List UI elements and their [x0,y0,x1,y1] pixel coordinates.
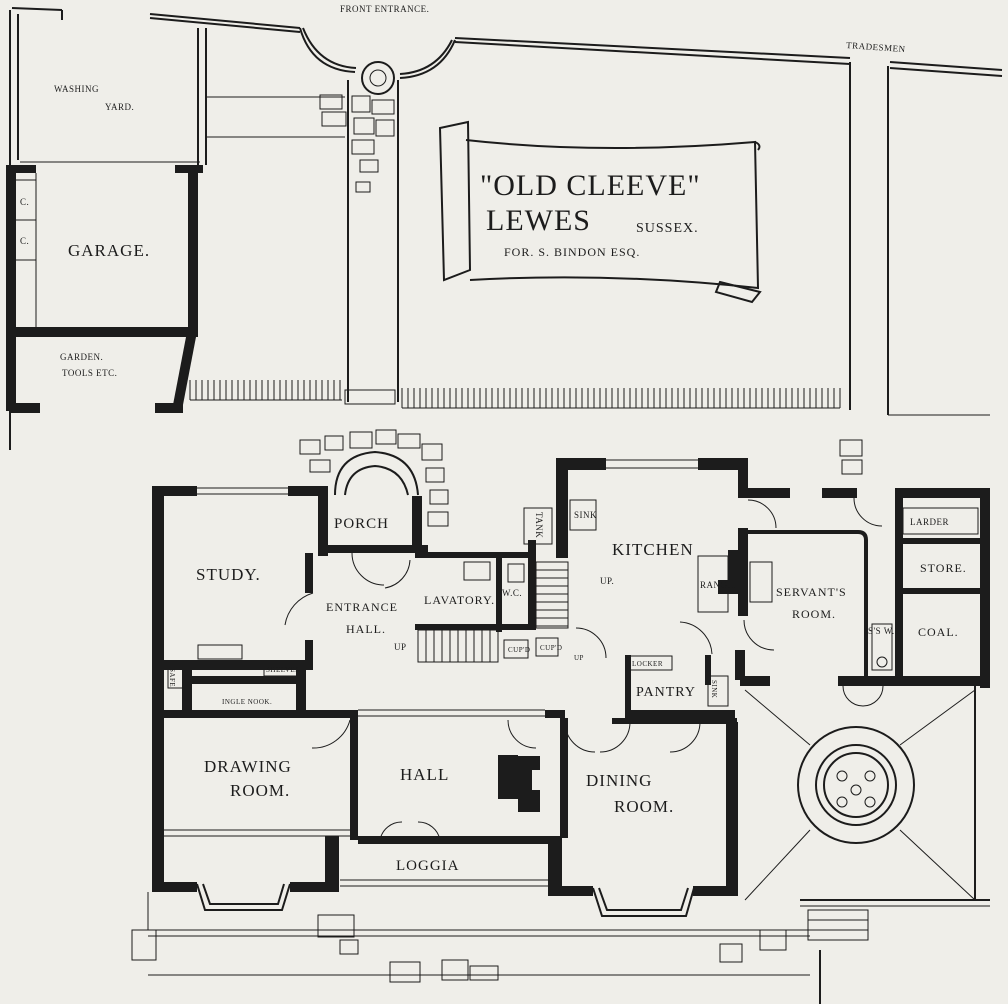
closet-c1: C. [20,197,29,207]
cupboard-label-1: CUP'D [508,646,530,654]
front-entrance-gate [299,27,456,95]
servants-room-label-2: ROOM. [792,607,836,621]
south-terrace [131,892,821,1004]
ingle-nook-label: INGLE NOOK. [222,698,272,706]
fence-rows [189,380,841,409]
sink-label: SINK [574,510,597,520]
loggia-label: LOGGIA [396,858,460,874]
staircase [417,561,569,663]
garage-label: GARAGE. [68,241,150,260]
coal-label: COAL. [918,625,959,639]
porch-label: PORCH [334,516,389,532]
entrance-hall-label-2: HALL. [346,622,386,636]
dining-room-label-2: ROOM. [614,797,674,816]
dining-room-label-1: DINING [586,771,652,790]
tank-label: TANK [534,512,544,538]
safe-label: SAFE [168,668,176,687]
cupboard-label-2: CUP'D [540,644,562,652]
house-walls [152,458,990,896]
drawing-room-label-1: DRAWING [204,757,292,776]
garden-roundel [744,686,990,941]
drawing-room-label-2: ROOM. [230,781,290,800]
kitchen-label: KITCHEN [612,540,694,559]
front-path [319,80,399,405]
servants-wc-label: S'S W.C. [868,626,904,636]
larder-label: LARDER [910,517,949,527]
porch-stonework [299,429,863,527]
title-county: SUSSEX. [636,221,699,236]
title-place: LEWES [486,204,591,237]
title-scroll: "OLD CLEEVE" LEWES SUSSEX. FOR. S. BINDO… [438,120,762,304]
shelves-label: SHELVES [266,666,300,674]
tradesmen-label: TRADESMEN [846,40,906,54]
store-label: STORE. [920,561,967,575]
range-label: RANGE. [700,580,736,590]
back-stairs-up-label: UP [574,654,584,662]
lavatory-label: LAVATORY. [424,593,495,607]
front-entrance-label: FRONT ENTRANCE. [340,4,429,14]
closet-c2: C. [20,236,29,246]
stairs-up-label: UP [394,642,407,652]
pantry-sink-label: SINK [710,680,718,698]
title-name: "OLD CLEEVE" [480,169,701,202]
title-client: FOR. S. BINDON ESQ. [504,245,640,259]
pantry-label: PANTRY [636,685,696,700]
locker-label: LOCKER [632,660,663,668]
fixtures [167,499,979,707]
wc-label: W.C. [502,588,522,598]
door-swings [284,497,884,841]
washing-yard-label-2: YARD. [105,102,134,112]
hall-label: HALL [400,765,449,784]
garden-tools-label-2: TOOLS ETC. [62,368,117,378]
window-bays [164,709,695,917]
garden-tools-label-1: GARDEN. [60,352,103,362]
garage-block [6,165,203,413]
kitchen-up-label: UP. [600,576,614,586]
washing-yard-label-1: WASHING [54,84,99,94]
study-label: STUDY. [196,565,261,584]
servants-room-label-1: SERVANT'S [776,585,847,599]
entrance-hall-label-1: ENTRANCE [326,600,398,614]
